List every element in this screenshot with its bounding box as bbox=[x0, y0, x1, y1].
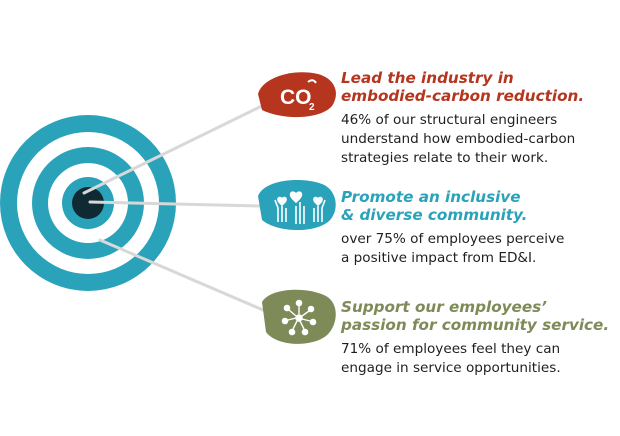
goal-title-line: embodied-carbon reduction. bbox=[341, 87, 585, 105]
goal-body-line: a positive impact from ED&I. bbox=[341, 250, 537, 266]
goal-body-line: engage in service opportunities. bbox=[341, 360, 561, 376]
goal-body: 46% of our structural engineers understa… bbox=[341, 111, 616, 168]
goal-body-line: 46% of our structural engineers bbox=[341, 112, 558, 128]
goal-title-line: passion for community service. bbox=[341, 316, 610, 334]
goal-body: over 75% of employees perceive a positiv… bbox=[341, 230, 616, 268]
goal-body-line: strategies relate to their work. bbox=[341, 150, 549, 166]
dart-3 bbox=[98, 238, 336, 344]
goal-carbon: Lead the industry in embodied-carbon red… bbox=[341, 69, 616, 168]
raised-hands-hearts-icon bbox=[274, 191, 326, 224]
bullseye-target-icon bbox=[0, 115, 176, 291]
goal-body-line: understand how embodied-carbon bbox=[341, 131, 576, 147]
svg-text:2: 2 bbox=[309, 102, 315, 113]
community-circle-icon bbox=[281, 299, 317, 336]
dart-2 bbox=[88, 180, 336, 231]
goal-inclusion: Promote an inclusive & diverse community… bbox=[341, 188, 616, 268]
goal-title-line: Promote an inclusive bbox=[341, 188, 521, 206]
co2-icon: CO bbox=[280, 86, 312, 109]
goal-body-line: over 75% of employees perceive bbox=[341, 231, 565, 247]
goal-title: Lead the industry in embodied-carbon red… bbox=[341, 69, 616, 105]
goal-title-line: Support our employees’ bbox=[341, 298, 547, 316]
goal-body-line: 71% of employees feel they can bbox=[341, 341, 561, 357]
goal-community-service: Support our employees’ passion for commu… bbox=[341, 298, 616, 378]
goal-title-line: & diverse community. bbox=[341, 206, 528, 224]
dart-1: CO 2 bbox=[82, 72, 336, 195]
goal-title-line: Lead the industry in bbox=[341, 69, 514, 87]
goal-title: Support our employees’ passion for commu… bbox=[341, 298, 616, 334]
goal-title: Promote an inclusive & diverse community… bbox=[341, 188, 616, 224]
goal-body: 71% of employees feel they can engage in… bbox=[341, 340, 616, 378]
